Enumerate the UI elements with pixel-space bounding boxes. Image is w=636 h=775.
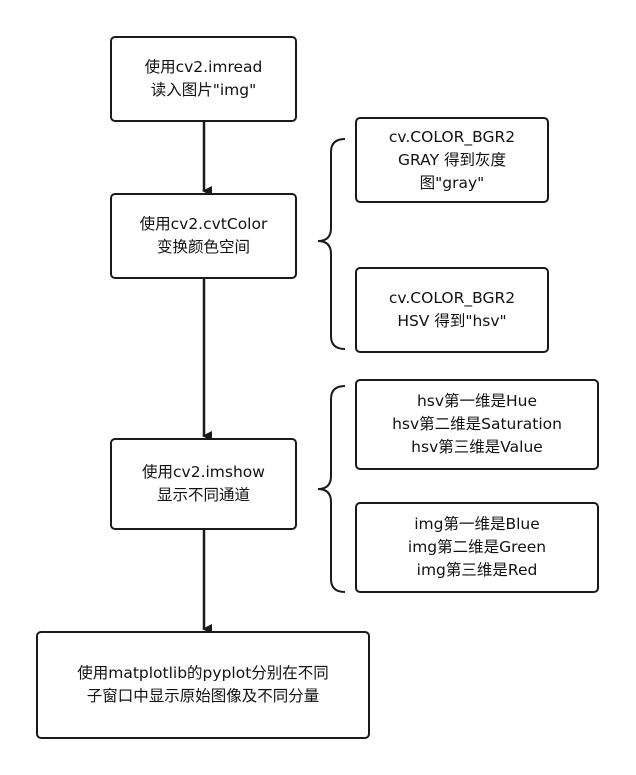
step-pyplot-line1: 使用matplotlib的pyplot分别在不同 <box>77 664 329 682</box>
note-hsv-channels-box: hsv第一维是Hue hsv第二维是Saturation hsv第三维是Valu… <box>355 379 599 470</box>
step-imshow-line2: 显示不同通道 <box>156 486 250 504</box>
note-hsv-channels-line1: hsv第一维是Hue <box>416 392 538 410</box>
note-hsv-box: cv.COLOR_BGR2 HSV 得到"hsv" <box>355 267 549 353</box>
step-imshow-line1: 使用cv2.imshow <box>142 463 265 481</box>
note-img-channels-line1: img第一维是Blue <box>414 515 540 533</box>
note-hsv-channels-line2: hsv第二维是Saturation <box>392 415 562 433</box>
step-cvtcolor-line2: 变换颜色空间 <box>156 238 250 256</box>
note-gray-box: cv.COLOR_BGR2 GRAY 得到灰度 图"gray" <box>355 117 549 203</box>
note-hsv-line1: cv.COLOR_BGR2 <box>388 289 516 307</box>
note-gray-line3: 图"gray" <box>419 173 485 192</box>
step-pyplot-line2: 子窗口中显示原始图像及不同分量 <box>86 687 320 705</box>
step-imread-line2: 读入图片"img" <box>150 81 257 99</box>
step-cvtcolor-box: 使用cv2.cvtColor 变换颜色空间 <box>110 193 297 279</box>
step-imread-line1: 使用cv2.imread <box>144 58 263 76</box>
step-pyplot-box: 使用matplotlib的pyplot分别在不同 子窗口中显示原始图像及不同分量 <box>36 631 370 739</box>
step-cvtcolor-line1: 使用cv2.cvtColor <box>139 215 268 233</box>
note-gray-line2: GRAY 得到灰度 <box>398 150 506 169</box>
note-hsv-line2: HSV 得到"hsv" <box>397 312 507 330</box>
step-imread-box: 使用cv2.imread 读入图片"img" <box>110 36 297 122</box>
note-gray-line1: cv.COLOR_BGR2 <box>388 127 516 146</box>
brace-imshow <box>317 385 346 593</box>
note-img-channels-line3: img第三维是Red <box>416 561 538 579</box>
note-hsv-channels-line3: hsv第三维是Value <box>411 438 543 456</box>
note-img-channels-box: img第一维是Blue img第二维是Green img第三维是Red <box>355 502 599 593</box>
note-img-channels-line2: img第二维是Green <box>407 538 547 556</box>
step-imshow-box: 使用cv2.imshow 显示不同通道 <box>110 438 297 530</box>
brace-cvtcolor <box>317 138 346 350</box>
